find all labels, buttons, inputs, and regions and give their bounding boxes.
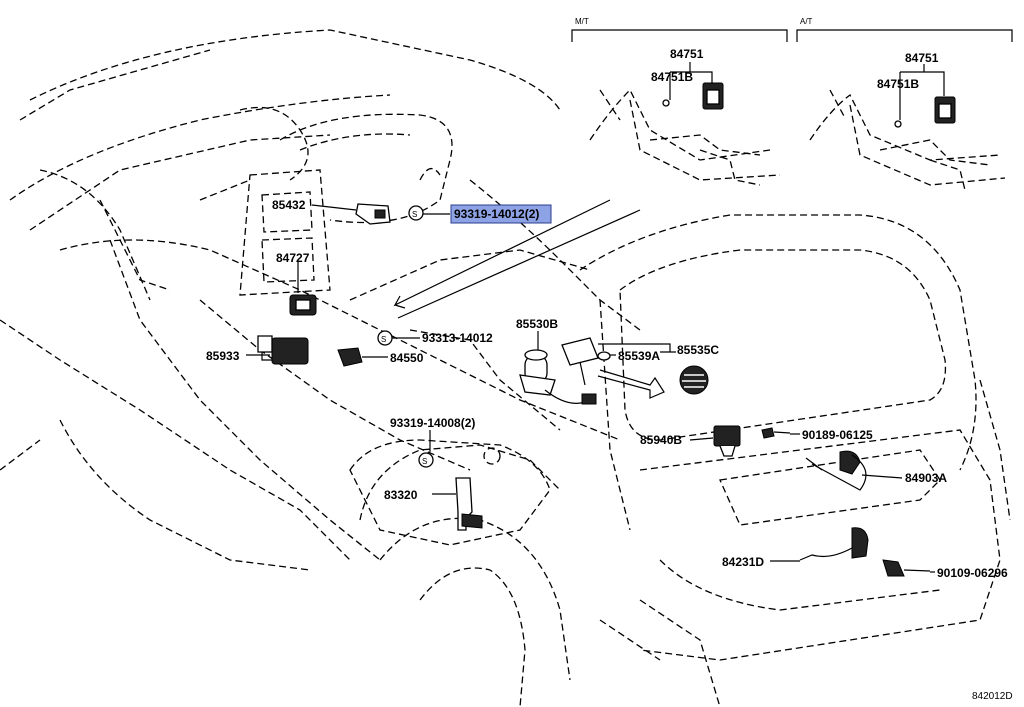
svg-text:S: S (422, 457, 427, 466)
highlight-box (450, 204, 552, 224)
label-84903a[interactable]: 84903A (905, 471, 947, 485)
mt-header: M/T (575, 17, 589, 26)
vehicle-body-outline (0, 29, 1011, 707)
parts: S S S (257, 203, 931, 577)
label-84751-mt[interactable]: 84751 (670, 47, 704, 61)
at-header: A/T (800, 17, 813, 26)
label-90189-06125[interactable]: 90189-06125 (802, 428, 873, 442)
svg-text:S: S (412, 210, 417, 219)
callout-arrows (393, 199, 665, 399)
label-85535c[interactable]: 85535C (677, 343, 719, 357)
label-85940b[interactable]: 85940B (640, 433, 682, 447)
diagram-id: 842012D (972, 691, 1013, 702)
label-84727[interactable]: 84727 (276, 251, 310, 265)
label-83320[interactable]: 83320 (384, 488, 418, 502)
leader-lines (246, 62, 945, 573)
label-85530b[interactable]: 85530B (516, 317, 558, 331)
mt-inset: M/T (571, 17, 788, 186)
label-84550[interactable]: 84550 (390, 351, 424, 365)
svg-text:S: S (381, 335, 386, 344)
label-85539a[interactable]: 85539A (618, 349, 660, 363)
part-labels: 84751 84751B 84751 84751B 85432 93319-14… (206, 47, 1013, 702)
label-84751b-at[interactable]: 84751B (877, 77, 919, 91)
label-90109-06296[interactable]: 90109-06296 (937, 566, 1008, 580)
label-93319-14008[interactable]: 93319-14008(2) (390, 416, 475, 430)
label-93319-14012[interactable]: 93319-14012(2) (454, 207, 539, 221)
label-85432[interactable]: 85432 (272, 198, 306, 212)
label-93313-14012[interactable]: 93313-14012 (422, 331, 493, 345)
label-85933[interactable]: 85933 (206, 349, 240, 363)
label-84231d[interactable]: 84231D (722, 555, 764, 569)
label-84751-at[interactable]: 84751 (905, 51, 939, 65)
label-84751b-mt[interactable]: 84751B (651, 70, 693, 84)
at-inset: A/T (796, 17, 1013, 191)
